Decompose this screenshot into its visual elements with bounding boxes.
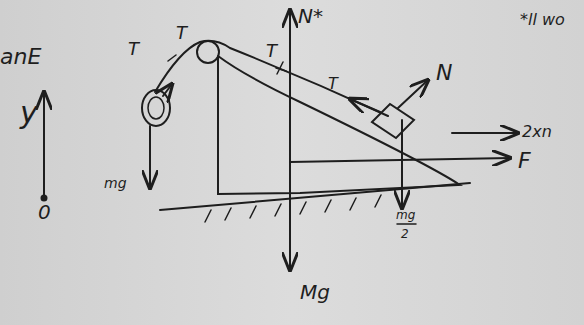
wedge <box>218 56 460 194</box>
force-label: Mg <box>300 282 330 302</box>
ball-tension-arrow <box>163 84 172 96</box>
force-label: N* <box>298 6 323 26</box>
origin-dot <box>42 196 47 201</box>
force-label: N <box>436 62 452 84</box>
fraction-bar <box>397 223 416 225</box>
ground-hatching <box>205 195 381 222</box>
wedge-weight-arrow <box>289 160 291 270</box>
force-label: 2 <box>401 228 409 240</box>
hanging-mass-inner <box>148 97 164 119</box>
tension-label: T <box>266 42 277 60</box>
force-label: F <box>518 150 531 172</box>
force-label: mg <box>396 209 415 221</box>
block-tension-arrow <box>350 99 380 112</box>
block-normal-arrow <box>398 80 428 108</box>
rope <box>155 41 388 116</box>
note-text: *ll wo <box>520 12 565 28</box>
acceleration-label: 2xn <box>522 124 552 140</box>
pulley <box>197 41 219 63</box>
tension-label: T <box>176 24 187 42</box>
acceleration-arrow <box>452 132 518 134</box>
hanging-mass <box>142 90 170 126</box>
tension-label: T <box>128 40 139 58</box>
origin-label: 0 <box>38 202 51 222</box>
force-label: mg <box>104 176 127 190</box>
tension-label: T <box>328 76 338 92</box>
force-arrow <box>290 158 510 162</box>
sliding-block <box>372 104 414 138</box>
block-weight-arrow <box>401 120 403 208</box>
axis-label: y <box>20 98 38 128</box>
label-text: anE <box>0 46 41 68</box>
y-axis <box>43 92 45 196</box>
weight-arrow <box>149 126 151 188</box>
